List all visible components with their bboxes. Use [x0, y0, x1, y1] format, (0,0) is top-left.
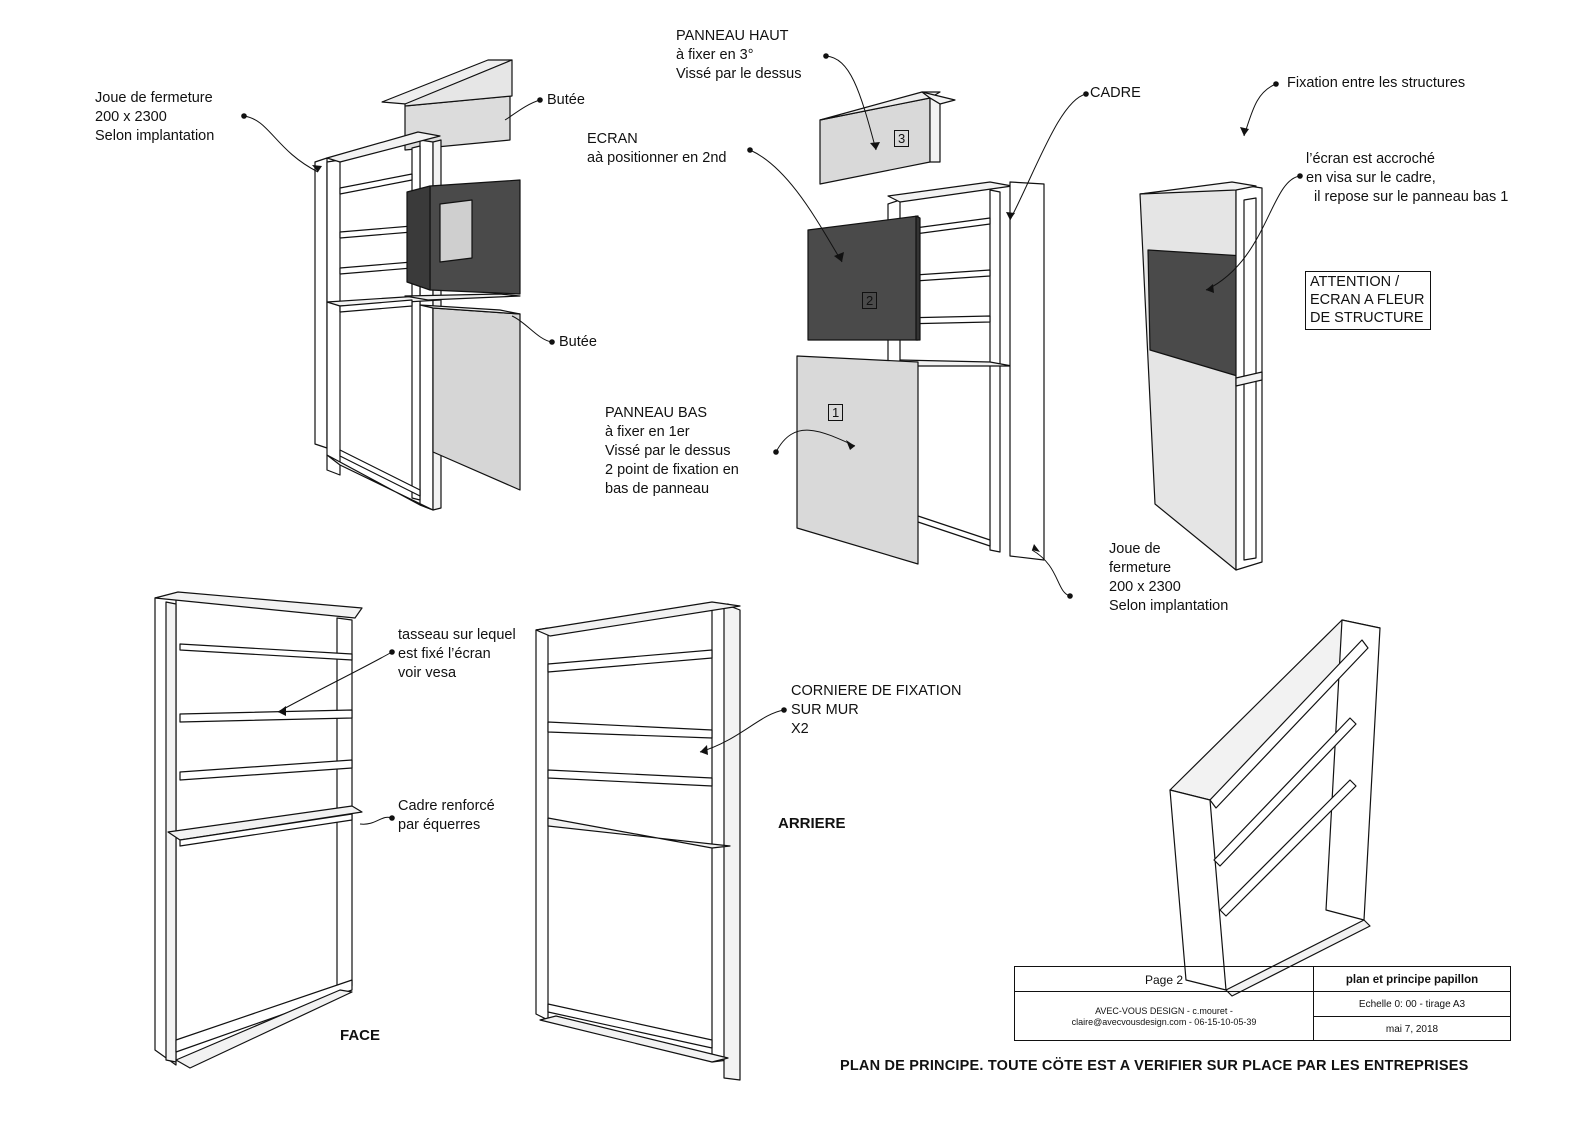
leader-dots: [241, 53, 1303, 821]
joue-left-panel: [314, 157, 328, 449]
caption-face: FACE: [340, 1027, 381, 1044]
frame-isometric: [1169, 619, 1381, 997]
cadre-post-right: [989, 189, 1001, 553]
face-reinforced-rail: [167, 805, 363, 841]
label-joue-fermeture-right: Joue de fermeture 200 x 2300 Selon impla…: [1109, 541, 1229, 614]
frame-arriere: [535, 601, 741, 1081]
caption-arriere: ARRIERE: [778, 815, 846, 832]
lower-panel-left: [432, 307, 521, 491]
frame-face: [154, 591, 363, 1069]
title-block-divider-b: [1313, 966, 1511, 992]
title-block-page: Page 2: [1144, 972, 1184, 987]
arriere-reinforced-rail: [547, 817, 731, 849]
label-ecran: ECRAN aà positionner en 2nd: [587, 131, 727, 166]
panel-number-2: 2: [862, 292, 878, 309]
title-block-scale: Echelle 0: 00 - tirage A3: [1358, 999, 1466, 1010]
panel-number-1: 1: [828, 404, 844, 421]
assembly-top-left: [314, 59, 521, 511]
title-block: [1014, 966, 1511, 1041]
panel-number-3: 3: [894, 130, 910, 147]
joue-right-panel: [1139, 183, 1237, 571]
label-butee-top: Butée: [547, 92, 585, 108]
title-block-divider-d: [1313, 1016, 1511, 1041]
label-panneau-bas: PANNEAU BAS à fixer en 1er Vissé par le …: [605, 405, 739, 497]
label-fixation: Fixation entre les structures: [1287, 75, 1466, 91]
joue-center-panel: [1009, 181, 1045, 561]
title-block-title: plan et principe papillon: [1345, 973, 1479, 986]
label-joue-fermeture-left: Joue de fermeture 200 x 2300 Selon impla…: [95, 90, 215, 144]
panneau-bas: [796, 355, 919, 565]
frame-post-left: [326, 159, 341, 476]
title-block-divider-c: [1313, 991, 1511, 1017]
title-block-divider-a: [1014, 966, 1314, 992]
panneau-haut: [819, 97, 931, 185]
title-block-date: mai 7, 2018: [1385, 1023, 1439, 1035]
attention-box: ATTENTION / ECRAN A FLEUR DE STRUCTURE: [1305, 271, 1432, 330]
title-block-company: AVEC-VOUS DESIGN - c.mouret - claire@ave…: [1071, 1005, 1257, 1027]
leader-lines: [243, 55, 1301, 825]
label-panneau-haut: PANNEAU HAUT à fixer en 3° Vissé par le …: [676, 28, 802, 82]
screen-center: [807, 215, 919, 341]
leader-arrowheads: [278, 127, 1249, 755]
label-ecran-accroche: l’écran est accroché en visa sur le cadr…: [1306, 151, 1509, 205]
label-cadre: CADRE: [1090, 85, 1141, 101]
label-butee-mid: Butée: [559, 334, 597, 350]
label-corniere: CORNIERE DE FIXATION SUR MUR X2: [791, 683, 962, 737]
label-cadre-renforce: Cadre renforcé par équerres: [398, 798, 495, 833]
label-tasseau: tasseau sur lequel est fixé l’écran voir…: [398, 627, 516, 681]
assembly-top-right: [1139, 181, 1263, 571]
assembly-top-center: [796, 91, 1045, 565]
footer-note: PLAN DE PRINCIPE. TOUTE CÖTE EST A VERIF…: [840, 1058, 1469, 1074]
